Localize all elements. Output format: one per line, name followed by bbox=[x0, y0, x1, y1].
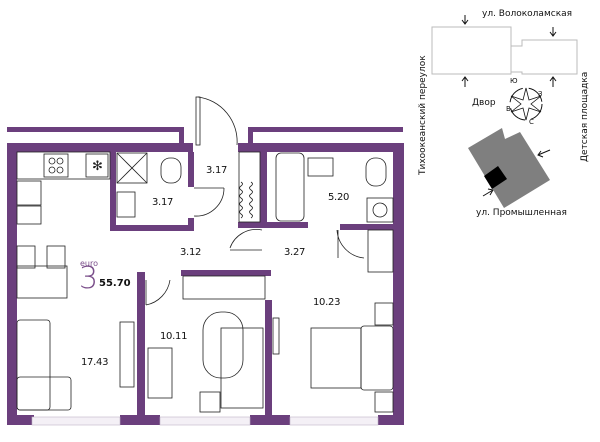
nightstand-3 bbox=[374, 391, 394, 413]
svg-text:✻: ✻ bbox=[92, 158, 103, 173]
compass-south: Ю bbox=[510, 77, 518, 85]
compass-east: В bbox=[506, 105, 511, 113]
wardrobe bbox=[238, 151, 261, 223]
nightstand-2 bbox=[374, 302, 394, 326]
compass-north: С bbox=[529, 118, 534, 126]
windows bbox=[31, 416, 379, 426]
sink bbox=[16, 180, 42, 206]
area-bedroom-1: 10.11 bbox=[160, 331, 188, 342]
bathtub bbox=[275, 152, 305, 222]
wardrobe-3 bbox=[182, 275, 266, 300]
washing-machine bbox=[366, 197, 394, 223]
compass-west: З bbox=[538, 90, 543, 98]
walls bbox=[7, 127, 404, 425]
rug bbox=[202, 311, 244, 379]
apartment-type-label: euro bbox=[80, 259, 98, 268]
area-corridor-2: 3.27 bbox=[284, 247, 306, 258]
area-entry-corridor: 3.17 bbox=[206, 165, 228, 176]
bed-2 bbox=[310, 327, 362, 389]
rooms-count: 3 bbox=[79, 261, 99, 296]
compass-icon bbox=[509, 87, 543, 121]
furniture: ✻ bbox=[16, 96, 394, 413]
bed-1 bbox=[220, 327, 264, 409]
sofa bbox=[16, 319, 51, 411]
yard-label: Двор bbox=[472, 98, 496, 108]
area-hall: 3.12 bbox=[180, 247, 202, 258]
wardrobe-2 bbox=[367, 229, 394, 273]
street-bottom-label: ул. Промышленная bbox=[476, 208, 567, 218]
entrance-arrows bbox=[461, 15, 557, 197]
area-kitchen-living: 17.43 bbox=[81, 357, 109, 368]
sink-small bbox=[116, 191, 136, 218]
street-top-label: ул. Волоколамская bbox=[482, 9, 573, 19]
street-right-label: Детская площадка bbox=[580, 71, 590, 162]
area-bathroom-small: 3.17 bbox=[152, 197, 174, 208]
area-bedroom-2: 10.23 bbox=[313, 297, 341, 308]
desk bbox=[147, 347, 173, 399]
total-area: 55.70 bbox=[99, 278, 131, 289]
site-plan bbox=[431, 15, 578, 208]
toilet-2 bbox=[365, 157, 387, 187]
sink-large bbox=[307, 157, 334, 177]
area-bathroom-large: 5.20 bbox=[328, 192, 350, 203]
toilet bbox=[160, 157, 182, 184]
tv-stand bbox=[119, 321, 135, 388]
shower bbox=[116, 152, 148, 184]
building-shape bbox=[468, 128, 550, 208]
tv-2 bbox=[272, 317, 280, 355]
dining-table bbox=[16, 265, 68, 299]
apartment-marker bbox=[484, 166, 507, 189]
street-left-label: Тихоокеанский переулок bbox=[418, 55, 428, 175]
stove bbox=[43, 153, 69, 178]
fridge bbox=[85, 153, 109, 178]
nightstand bbox=[199, 391, 221, 413]
